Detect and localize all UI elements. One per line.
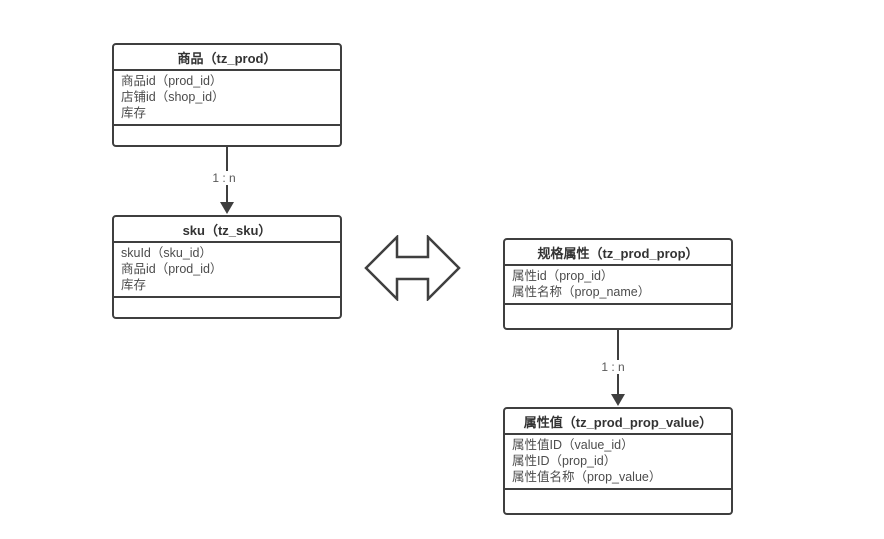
entity-table-prop-value: 属性值（tz_prod_prop_value） 属性值ID（value_id） … [503,407,733,515]
table-empty-section [505,305,731,328]
table-fields-prop-value: 属性值ID（value_id） 属性ID（prop_id） 属性值名称（prop… [505,435,731,490]
table-field: 属性名称（prop_name） [512,285,651,299]
table-title-sku: sku（tz_sku） [114,217,340,243]
table-title-prop-value: 属性值（tz_prod_prop_value） [505,409,731,435]
arrow-down-icon [611,394,625,406]
table-fields-sku: skuId（sku_id） 商品id（prod_id） 库存 [114,243,340,298]
entity-table-sku: sku（tz_sku） skuId（sku_id） 商品id（prod_id） … [112,215,342,319]
table-field: 库存 [121,106,147,120]
table-empty-section [114,126,340,145]
table-field: 属性ID（prop_id） [512,454,617,468]
table-title-prop: 规格属性（tz_prod_prop） [505,240,731,266]
table-title-prod: 商品（tz_prod） [114,45,340,71]
table-field: 商品id（prod_id） [121,262,223,276]
table-empty-section [114,298,340,317]
table-field: 库存 [121,278,147,292]
table-field: 商品id（prod_id） [121,74,223,88]
entity-table-prod: 商品（tz_prod） 商品id（prod_id） 店铺id（shop_id） … [112,43,342,147]
table-field: 属性值名称（prop_value） [512,470,662,484]
table-field: 属性值ID（value_id） [512,438,634,452]
cardinality-label-prop-value: 1 : n [598,360,628,374]
table-fields-prop: 属性id（prop_id） 属性名称（prop_name） [505,266,731,305]
table-field: 属性id（prop_id） [512,269,614,283]
table-fields-prod: 商品id（prod_id） 店铺id（shop_id） 库存 [114,71,340,126]
table-empty-section [505,490,731,513]
arrow-down-icon [220,202,234,214]
table-field: 店铺id（shop_id） [121,90,225,104]
cardinality-label-prod-sku: 1 : n [209,171,239,185]
double-arrow-icon [364,235,461,301]
entity-table-prop: 规格属性（tz_prod_prop） 属性id（prop_id） 属性名称（pr… [503,238,733,330]
table-field: skuId（sku_id） [121,246,213,260]
